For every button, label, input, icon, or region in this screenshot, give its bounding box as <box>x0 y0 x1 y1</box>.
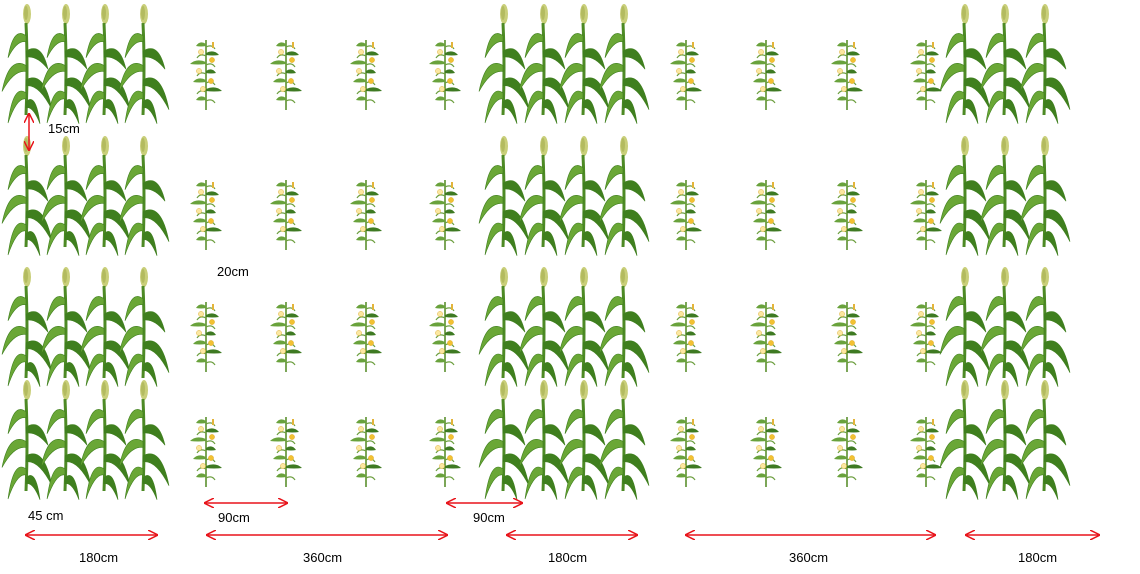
gap-left-label: 90cm <box>218 510 250 525</box>
sorghum-plant <box>79 380 131 500</box>
sorghum-plant <box>558 380 610 500</box>
sesame-strip-2 <box>190 40 461 487</box>
sorghum-plant <box>1019 136 1071 256</box>
sesame-plant <box>270 302 302 372</box>
sorghum-plant <box>558 136 610 256</box>
sorghum-plant <box>558 267 610 387</box>
sorghum-plant <box>1019 267 1071 387</box>
sorghum-plant <box>118 380 170 500</box>
sorghum-spacing-label: 45 cm <box>28 508 64 523</box>
sesame-plant <box>429 417 461 487</box>
sorghum-plant <box>598 380 650 500</box>
sesame-plant <box>670 180 702 250</box>
sorghum-plant <box>979 4 1031 124</box>
sesame-plant <box>750 417 782 487</box>
sorghum-plant <box>598 136 650 256</box>
strip-width-label-5: 180cm <box>1018 550 1058 565</box>
sorghum-plant <box>118 136 170 256</box>
sesame-plant <box>350 180 382 250</box>
sorghum-plant <box>1019 4 1071 124</box>
sesame-plant <box>670 417 702 487</box>
sorghum-plant <box>79 136 131 256</box>
sesame-plant <box>670 40 702 110</box>
sesame-plant <box>910 180 942 250</box>
sesame-plant <box>190 180 222 250</box>
sorghum-plant <box>118 4 170 124</box>
sorghum-plant <box>40 4 92 124</box>
sorghum-plant <box>478 380 530 500</box>
sesame-plant <box>750 180 782 250</box>
sesame-plant <box>670 302 702 372</box>
sesame-plant <box>750 302 782 372</box>
sesame-plant <box>750 40 782 110</box>
sesame-plant <box>350 417 382 487</box>
sesame-plant <box>831 180 863 250</box>
sesame-plant <box>350 302 382 372</box>
sesame-plant <box>190 302 222 372</box>
sesame-plant <box>910 417 942 487</box>
sorghum-plant <box>1 4 53 124</box>
sorghum-plant <box>979 136 1031 256</box>
sorghum-plant <box>939 136 991 256</box>
sorghum-plant <box>79 4 131 124</box>
sorghum-plant <box>478 4 530 124</box>
sesame-plant <box>831 417 863 487</box>
sesame-plant <box>270 417 302 487</box>
sorghum-plant <box>598 267 650 387</box>
sesame-plant <box>350 40 382 110</box>
strip-width-label-4: 360cm <box>789 550 829 565</box>
sorghum-plant <box>518 267 570 387</box>
sorghum-strip-3 <box>478 4 650 500</box>
sorghum-strip-1 <box>1 4 170 500</box>
sorghum-plant <box>478 136 530 256</box>
sorghum-plant <box>79 267 131 387</box>
sesame-plant <box>190 40 222 110</box>
sorghum-plant <box>979 380 1031 500</box>
sorghum-plant <box>939 267 991 387</box>
sorghum-plant <box>939 4 991 124</box>
sesame-plant <box>429 40 461 110</box>
sesame-plant <box>190 417 222 487</box>
sorghum-plant <box>598 4 650 124</box>
sorghum-plant <box>939 380 991 500</box>
sorghum-strip-5 <box>939 4 1071 500</box>
sesame-plant <box>429 180 461 250</box>
sesame-plant <box>270 180 302 250</box>
sorghum-plant <box>118 267 170 387</box>
sorghum-plant <box>40 136 92 256</box>
sesame-plant <box>831 302 863 372</box>
sesame-plant <box>270 40 302 110</box>
sorghum-plant <box>40 380 92 500</box>
sesame-plant <box>910 40 942 110</box>
strip-width-label-1: 180cm <box>79 550 119 565</box>
sesame-spacing-label: 20cm <box>217 264 249 279</box>
sesame-strip-4 <box>670 40 942 487</box>
gap-right-label: 90cm <box>473 510 505 525</box>
sorghum-plant <box>1019 380 1071 500</box>
sorghum-plant <box>518 136 570 256</box>
sesame-plant <box>429 302 461 372</box>
sorghum-plant <box>558 4 610 124</box>
sorghum-plant <box>518 4 570 124</box>
row-spacing-label: 15cm <box>48 121 80 136</box>
sesame-plant <box>831 40 863 110</box>
sorghum-plant <box>1 267 53 387</box>
strip-width-label-3: 180cm <box>548 550 588 565</box>
strip-width-label-2: 360cm <box>303 550 343 565</box>
sesame-plant <box>910 302 942 372</box>
